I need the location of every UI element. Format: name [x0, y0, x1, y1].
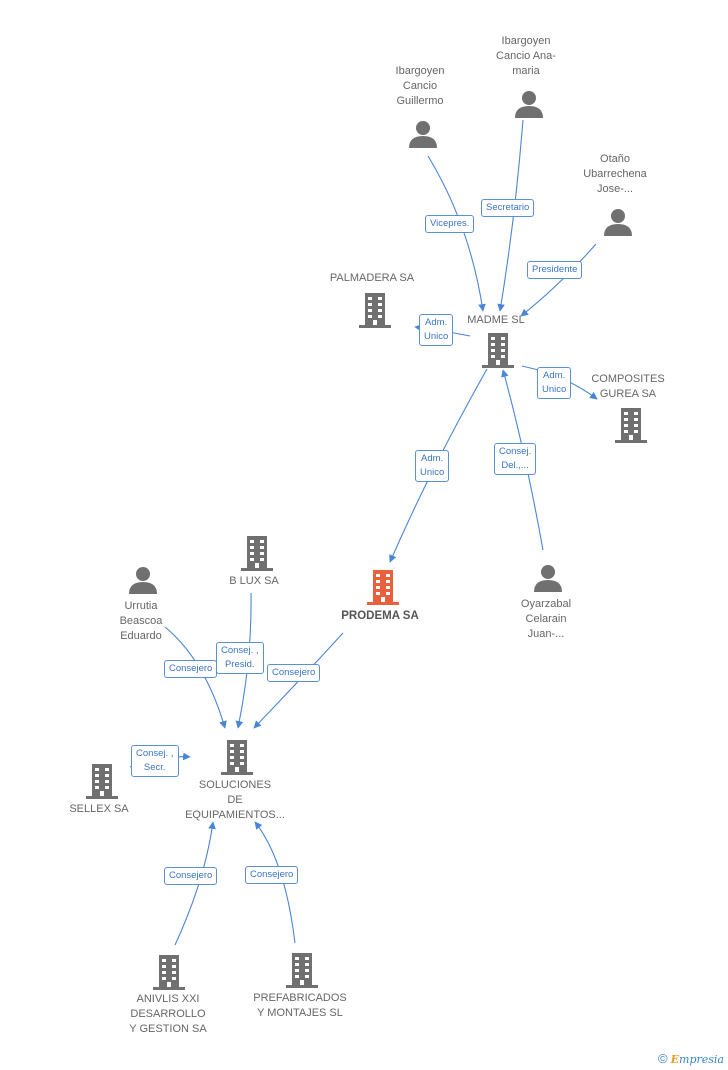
edge-label-secretario[interactable]: Secretario: [481, 199, 535, 217]
edge-label-consejero-prefab[interactable]: Consejero: [245, 866, 299, 884]
node-label-anivlis[interactable]: ANIVLIS XXI DESARROLLO Y GESTION SA: [129, 993, 207, 1035]
edge-label-presidente[interactable]: Presidente: [527, 261, 583, 279]
building-icon[interactable]: [482, 332, 514, 368]
node-label-ibargoyen-ana[interactable]: Ibargoyen Cancio Ana- maria: [496, 35, 556, 77]
node-label-blux[interactable]: B LUX SA: [229, 575, 279, 587]
node-label-composites[interactable]: COMPOSITES GUREA SA: [591, 373, 665, 400]
node-label-urrutia[interactable]: Urrutia Beascoa Eduardo: [119, 600, 163, 642]
node-label-soluciones[interactable]: SOLUCIONES DE EQUIPAMIENTOS...: [185, 779, 285, 821]
building-icon[interactable]: [286, 952, 318, 988]
edge-label-consejero-anivlis[interactable]: Consejero: [164, 867, 218, 885]
node-label-ibargoyen-guillermo[interactable]: Ibargoyen Cancio Guillermo: [395, 65, 445, 107]
building-icon[interactable]: [241, 535, 273, 571]
edge-label-adm-unico-palmadera[interactable]: Adm.Unico: [419, 314, 454, 346]
node-label-prodema[interactable]: PRODEMA SA: [341, 610, 419, 622]
node-label-palmadera[interactable]: PALMADERA SA: [329, 272, 415, 284]
building-icon[interactable]: [153, 954, 185, 990]
building-icon[interactable]: [221, 739, 253, 775]
edge-label-consejero-prodema[interactable]: Consejero: [267, 664, 321, 682]
edge-label-adm-unico-prodema[interactable]: Adm.Unico: [415, 450, 450, 482]
edge-label-vicepres[interactable]: Vicepres.: [425, 215, 475, 233]
person-icon[interactable]: [603, 207, 633, 237]
person-icon[interactable]: [514, 89, 544, 119]
edge-label-consej-secr[interactable]: Consej. ,Secr.: [131, 745, 179, 777]
edge-label-consej-del[interactable]: Consej.Del.,...: [494, 443, 537, 475]
empresia-logo: ©Empresia: [658, 1051, 724, 1066]
building-icon[interactable]: [615, 407, 647, 443]
person-icon[interactable]: [128, 565, 158, 595]
edge-line-vicepres: [427, 155, 486, 312]
edge-label-consejero-urrutia[interactable]: Consejero: [164, 660, 218, 678]
edge-label-consej-presid[interactable]: Consej. ,Presid.: [216, 642, 264, 674]
node-label-sellex[interactable]: SELLEX SA: [69, 803, 129, 815]
node-label-madme[interactable]: MADME SL: [467, 314, 525, 326]
copyright-icon: ©: [658, 1051, 668, 1066]
edge-line-presidente: [520, 243, 597, 317]
node-label-prefabricados[interactable]: PREFABRICADOS Y MONTAJES SL: [253, 992, 347, 1019]
person-icon[interactable]: [533, 563, 563, 593]
edge-label-adm-unico-composites[interactable]: Adm.Unico: [537, 367, 572, 399]
building-icon[interactable]: [86, 763, 118, 799]
building-icon-focus[interactable]: [367, 569, 399, 605]
person-icon[interactable]: [408, 119, 438, 149]
building-icon[interactable]: [359, 292, 391, 328]
edge-line-secretario: [497, 119, 524, 312]
node-label-otano[interactable]: Otaño Ubarrechena Jose-...: [583, 153, 647, 195]
node-label-oyarzabal[interactable]: Oyarzabal Celarain Juan-...: [520, 598, 572, 640]
